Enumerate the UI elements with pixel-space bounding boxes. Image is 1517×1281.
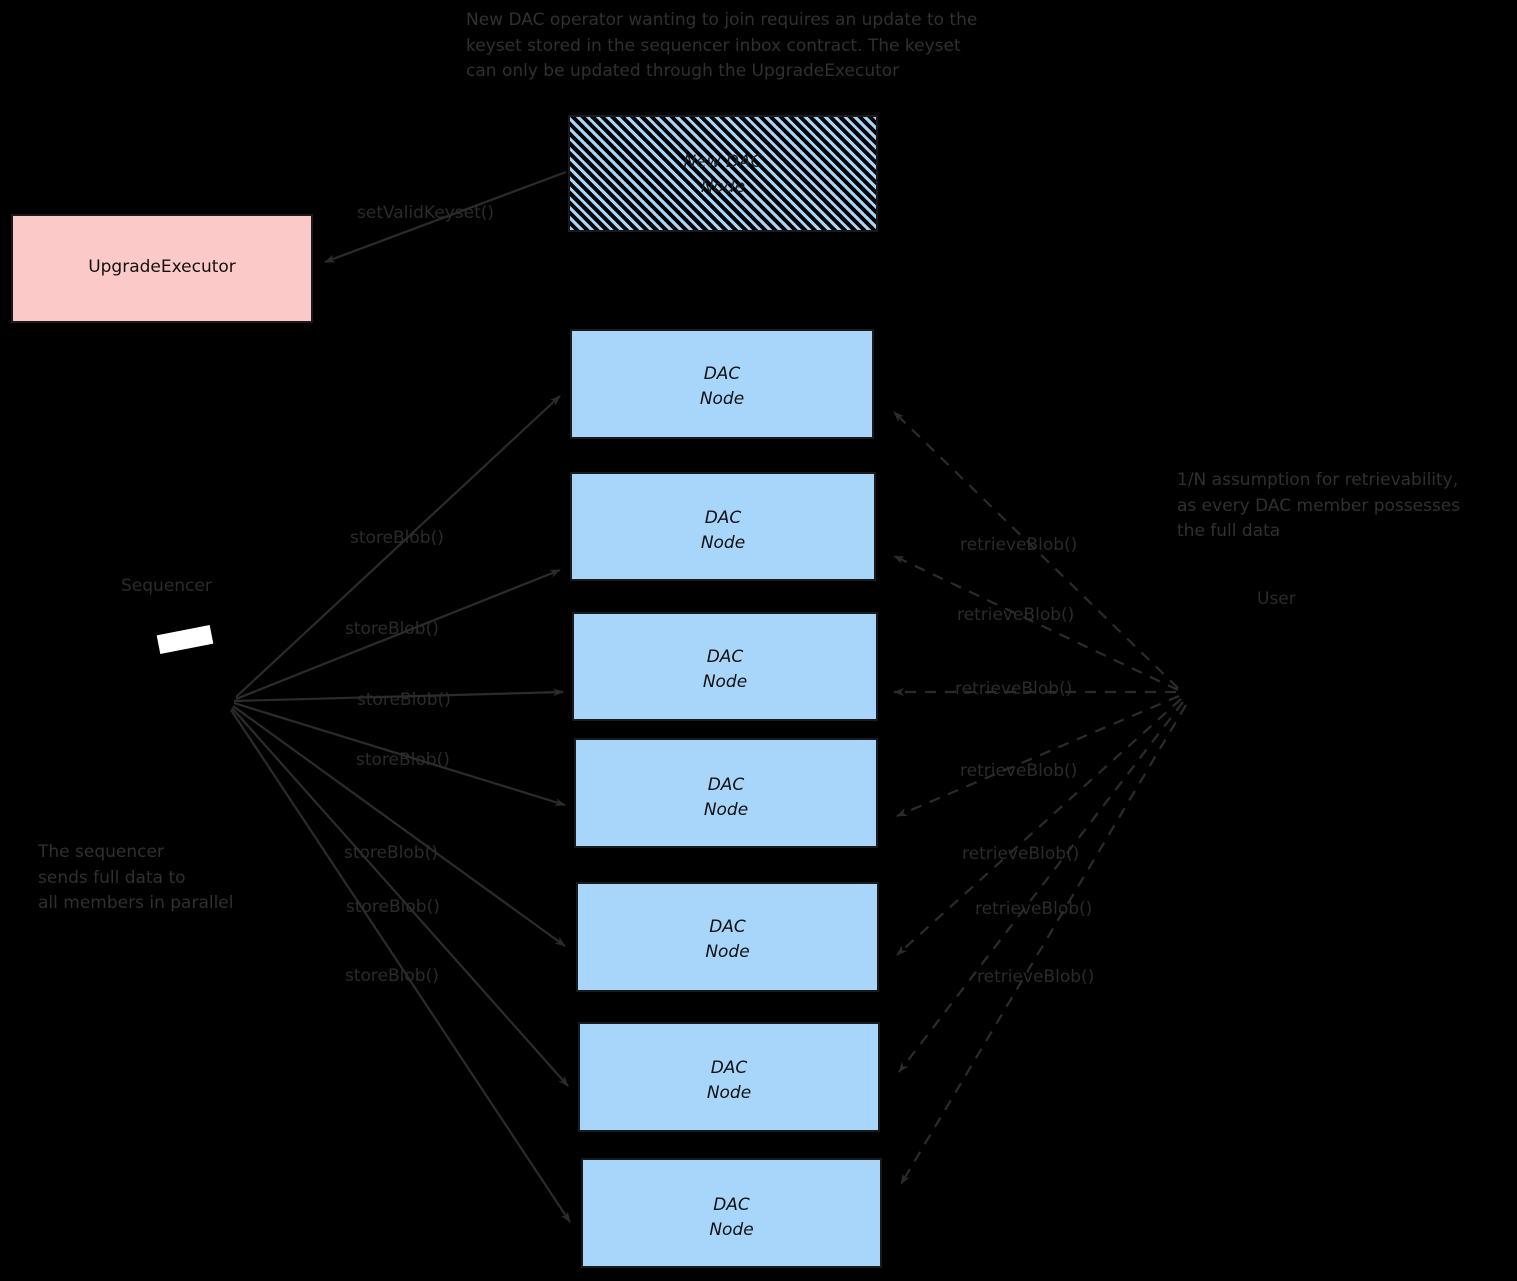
dac-node-box-5[interactable]: DAC Node (576, 882, 879, 992)
edge-label-retrieve-blob-5: retrieveBlob() (962, 844, 1080, 864)
edge-group-store-blob (230, 395, 571, 1223)
note-top: New DAC operator wanting to join require… (466, 10, 978, 81)
edge-label-store-blob-3: storeBlob() (357, 690, 451, 710)
dac-node-label-4: DAC Node (703, 775, 749, 820)
dac-node-label-6: DAC Node (706, 1058, 752, 1103)
dac-node-label-7: DAC Node (709, 1195, 754, 1240)
dac-node-box-6[interactable]: DAC Node (578, 1022, 880, 1132)
edge-set-valid-keyset (324, 170, 567, 264)
dac-node-box-7[interactable]: DAC Node (581, 1158, 882, 1268)
edge-label-store-blob-6: storeBlob() (346, 897, 440, 917)
edge-label-retrieve-blob-1: retrieveBlob() (960, 535, 1078, 555)
upgrade-executor-label: UpgradeExecutor (88, 257, 236, 277)
dac-node-box-3[interactable]: DAC Node (572, 612, 878, 721)
note-bottom-left: The sequencer sends full data to all mem… (38, 842, 234, 913)
edge-label-retrieve-blob-7: retrieveBlob() (977, 967, 1095, 987)
dac-node-box-4[interactable]: DAC Node (574, 738, 878, 848)
edge-label-store-blob-4: storeBlob() (356, 750, 450, 770)
edge-label-set-valid-keyset: setValidKeyset() (357, 203, 495, 223)
edge-label-store-blob-2: storeBlob() (345, 619, 439, 639)
dac-node-label-2: DAC Node (700, 508, 746, 553)
dac-node-box-2[interactable]: DAC Node (570, 472, 876, 581)
dac-node-label-5: DAC Node (705, 917, 750, 962)
dac-node-label-3: DAC Node (702, 647, 748, 692)
edge-label-retrieve-blob-6: retrieveBlob() (975, 899, 1093, 919)
new-dac-node-label: New DAC Node (683, 152, 763, 197)
note-right: 1/N assumption for retrievability, as ev… (1177, 470, 1461, 541)
edge-label-retrieve-blob-4: retrieveBlob() (960, 761, 1078, 781)
edge-label-store-blob-5: storeBlob() (344, 843, 438, 863)
edge-label-store-blob-7: storeBlob() (345, 966, 439, 986)
dac-node-box-1[interactable]: DAC Node (570, 329, 874, 439)
new-dac-node-box[interactable]: New DAC Node (568, 115, 878, 232)
edge-label-retrieve-blob-2: retrieveBlob() (957, 605, 1075, 625)
edge-group-retrieve-blob (893, 411, 1187, 1185)
dac-node-label-1: DAC Node (699, 364, 745, 409)
edge-label-store-blob-1: storeBlob() (350, 528, 444, 548)
sequencer-label: Sequencer (121, 576, 212, 596)
upgrade-executor-box[interactable]: UpgradeExecutor (11, 214, 313, 323)
user-label: User (1257, 589, 1296, 609)
edge-label-retrieve-blob-3: retrieveBlob() (955, 679, 1073, 699)
